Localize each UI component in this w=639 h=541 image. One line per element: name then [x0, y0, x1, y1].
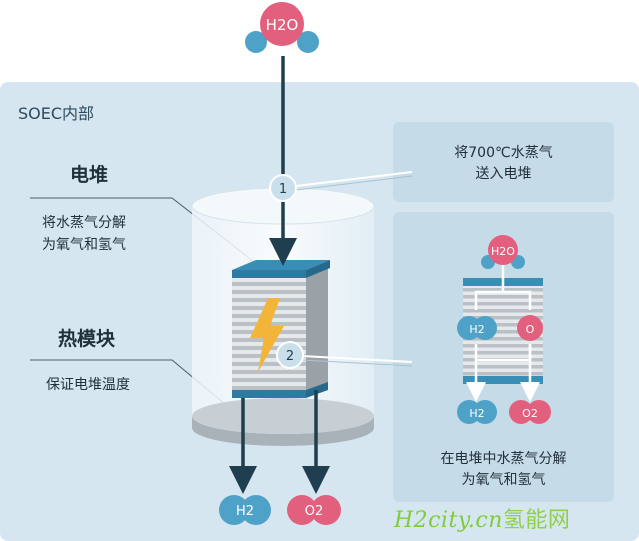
- water-molecule-icon: H2O: [245, 2, 319, 53]
- heat-module-title: 热模块: [58, 328, 116, 350]
- output-h2-label: H2: [236, 504, 254, 519]
- panel-title: SOEC内部: [18, 104, 95, 123]
- detail-input-label: H2O: [491, 245, 515, 258]
- hydrogen-molecule-icon: H2: [219, 495, 271, 525]
- stack-layer-stripe: [232, 362, 306, 366]
- callout-2-line-1: 在电堆中水蒸气分解: [440, 451, 567, 467]
- stack-desc-line-1: 将水蒸气分解: [42, 215, 126, 231]
- watermark-cn: 氢能网: [502, 508, 571, 533]
- stack-layer-stripe: [232, 354, 306, 358]
- output-o2-label: O2: [305, 504, 324, 519]
- stack-layer-stripe: [463, 372, 543, 376]
- stack-layer-stripe: [463, 344, 543, 348]
- detail-split-h2-label: H2: [469, 323, 484, 336]
- callout-2-connector: [301, 355, 413, 363]
- detail-out-o2-label: O2: [522, 407, 538, 420]
- heat-module-description: 保证电堆温度: [46, 377, 130, 393]
- stack-layer-stripe: [463, 330, 543, 334]
- stack-layer-stripe: [463, 295, 543, 299]
- stack-layer-stripe: [232, 378, 306, 382]
- stack-desc-line-2: 为氧气和氢气: [42, 237, 126, 253]
- lightning-icon: [250, 298, 284, 372]
- electrolysis-stack: [232, 260, 330, 398]
- detail-out-h2-label: H2: [469, 407, 484, 420]
- stack-layer-stripe: [232, 290, 306, 294]
- marker-2: 2: [276, 341, 304, 369]
- stack-layer-stripe: [232, 282, 306, 286]
- stack-layer-stripe: [232, 370, 306, 374]
- stack-layer-stripe: [463, 302, 543, 306]
- stack-layer-stripe: [463, 309, 543, 313]
- stack-layer-stripe: [463, 337, 543, 341]
- stack-layer-stripe: [232, 386, 306, 390]
- stack-title: 电堆: [70, 164, 109, 186]
- callout-2-detail: H2O H2 O H2 O2: [457, 235, 551, 424]
- marker-1: 1: [269, 174, 297, 202]
- stack-description: 将水蒸气分解 为氧气和氢气: [42, 212, 126, 256]
- marker-2-label: 2: [286, 349, 294, 364]
- oxygen-molecule-icon: O2: [287, 495, 341, 525]
- callout-1-box: [393, 122, 614, 202]
- stack-layer-stripe: [463, 351, 543, 355]
- stack-layer-stripe: [463, 365, 543, 369]
- stack-layer-stripe: [463, 316, 543, 320]
- watermark-latin: H2city.cn: [394, 508, 503, 533]
- watermark: H2city.cn氢能网: [394, 502, 570, 534]
- callout-2-line-2: 为氧气和氢气: [461, 472, 546, 488]
- detail-split-o-label: O: [526, 323, 535, 336]
- input-molecule-label: H2O: [266, 16, 299, 34]
- marker-1-label: 1: [279, 182, 287, 197]
- callout-1-text: 将700℃水蒸气 送入电堆: [393, 143, 614, 185]
- callout-1-line-1: 将700℃水蒸气: [454, 145, 553, 161]
- stack-layer-stripe: [463, 323, 543, 327]
- callout-1-connector: [295, 171, 413, 187]
- callout-1-line-2: 送入电堆: [475, 166, 532, 182]
- callout-2-text: 在电堆中水蒸气分解 为氧气和氢气: [393, 449, 614, 491]
